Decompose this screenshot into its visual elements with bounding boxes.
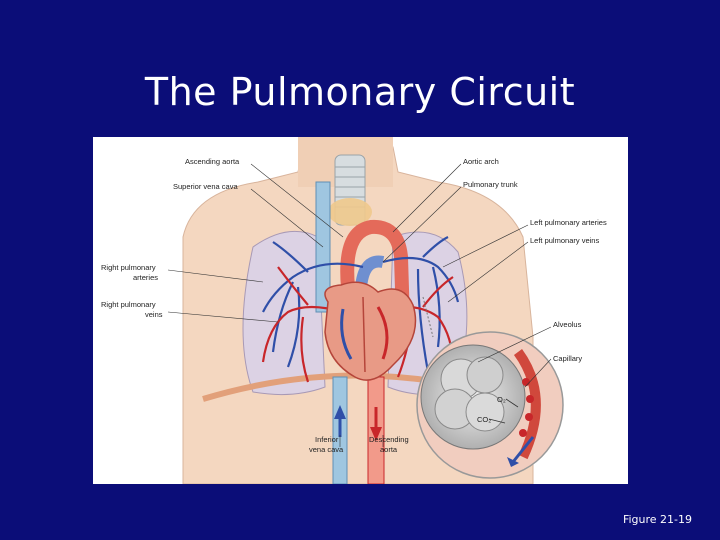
slide-title: The Pulmonary Circuit [0, 70, 720, 114]
pulmonary-circuit-figure: O₂ CO₂ Ascending aorta Superior vena cav… [93, 137, 628, 484]
label-descending-aorta-line2: aorta [380, 445, 398, 454]
o2-label: O₂ [497, 395, 506, 404]
right-lung [243, 231, 325, 394]
label-aortic-arch: Aortic arch [463, 157, 499, 166]
label-superior-vena-cava: Superior vena cava [173, 182, 238, 191]
label-descending-aorta-line1: Descending [369, 435, 409, 444]
label-pulmonary-trunk: Pulmonary trunk [463, 180, 518, 189]
label-left-pulmonary-veins: Left pulmonary veins [530, 236, 599, 245]
label-right-pulmonary-veins-line1: Right pulmonary [101, 300, 156, 309]
label-inferior-vena-cava-line2: vena cava [309, 445, 344, 454]
figure-caption: Figure 21-19 [623, 513, 692, 526]
pulmonary-diagram: O₂ CO₂ Ascending aorta Superior vena cav… [93, 137, 628, 484]
label-alveolus: Alveolus [553, 320, 582, 329]
label-right-pulmonary-arteries-line1: Right pulmonary [101, 263, 156, 272]
label-right-pulmonary-veins-line2: veins [145, 310, 163, 319]
label-capillary: Capillary [553, 354, 582, 363]
label-right-pulmonary-arteries-line2: arteries [133, 273, 158, 282]
label-inferior-vena-cava-line1: Inferior [315, 435, 339, 444]
label-ascending-aorta: Ascending aorta [185, 157, 240, 166]
co2-label: CO₂ [477, 415, 491, 424]
label-left-pulmonary-arteries: Left pulmonary arteries [530, 218, 607, 227]
